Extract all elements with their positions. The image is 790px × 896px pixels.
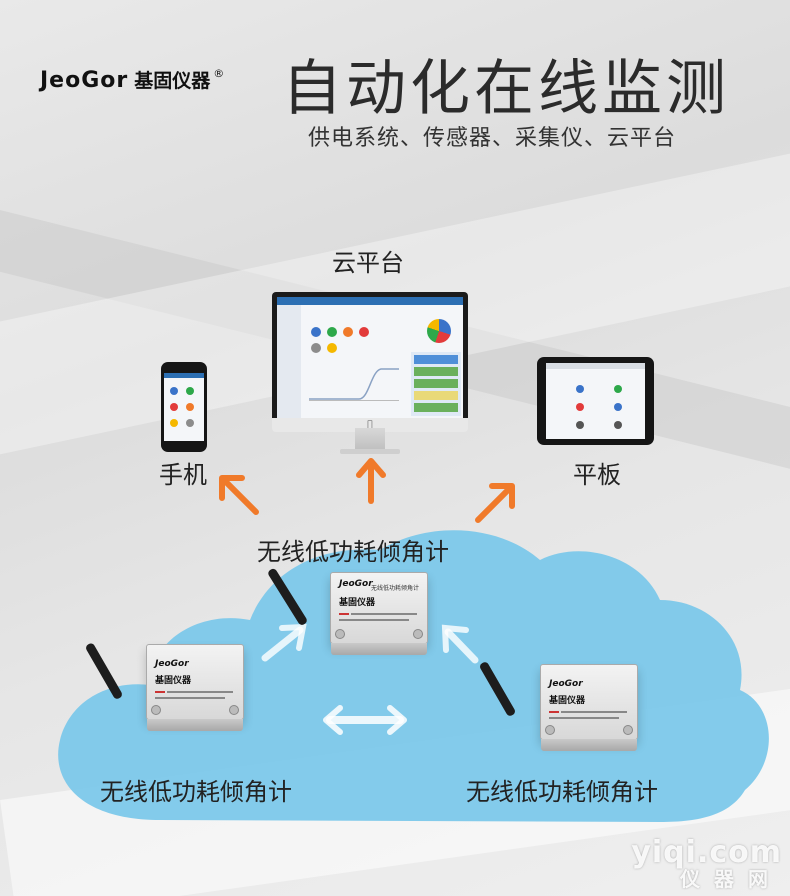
monitor-base [340, 449, 400, 454]
device-brand: JeoGor [339, 579, 373, 589]
arrow-up-right-icon [475, 483, 515, 523]
brand-name-cn: 基固仪器 [134, 70, 211, 92]
phone-illustration [161, 362, 207, 452]
page-subtitle: 供电系统、传感器、采集仪、云平台 [308, 126, 677, 151]
monitor-illustration [272, 292, 468, 428]
device-product: 无线低功耗倾角计 [371, 585, 420, 592]
inclinometer-device-3: JeoGor 基固仪器 [540, 664, 638, 751]
apple-logo-icon:  [272, 418, 468, 432]
device-brand-cn: 基固仪器 [549, 696, 586, 706]
brand-name-en: JeoGor [40, 68, 129, 93]
arrow-up-icon [356, 458, 386, 504]
page-title: 自动化在线监测 [282, 54, 730, 124]
cloud-platform-label: 云平台 [332, 249, 404, 277]
inclinometer-device-1: JeoGor 基固仪器 无线低功耗倾角计 [330, 572, 428, 655]
device-brand-cn: 基固仪器 [339, 598, 376, 608]
brand-logo: JeoGor 基固仪器 ® [40, 66, 224, 93]
device-1-label: 无线低功耗倾角计 [257, 538, 449, 566]
monitor-screen [277, 297, 463, 423]
device-brand-cn: 基固仪器 [155, 676, 192, 686]
device-brand: JeoGor [155, 659, 189, 669]
device-2-label: 无线低功耗倾角计 [100, 778, 292, 806]
monitor-stand [355, 428, 385, 452]
watermark: yiqi.com 仪器网 [631, 835, 782, 891]
device-3-label: 无线低功耗倾角计 [466, 778, 658, 806]
line-graph-icon [309, 361, 399, 401]
watermark-cn: 仪器网 [680, 867, 782, 891]
tablet-label: 平板 [573, 461, 621, 489]
tablet-illustration [537, 357, 654, 445]
registered-mark: ® [213, 67, 225, 80]
watermark-en: yiqi.com [631, 835, 782, 870]
arrow-up-left-icon [219, 475, 259, 515]
device-brand: JeoGor [549, 679, 583, 689]
pie-chart-icon [427, 319, 451, 343]
inclinometer-device-2: JeoGor 基固仪器 [146, 644, 244, 731]
phone-label: 手机 [159, 461, 207, 489]
data-panel [411, 352, 461, 416]
